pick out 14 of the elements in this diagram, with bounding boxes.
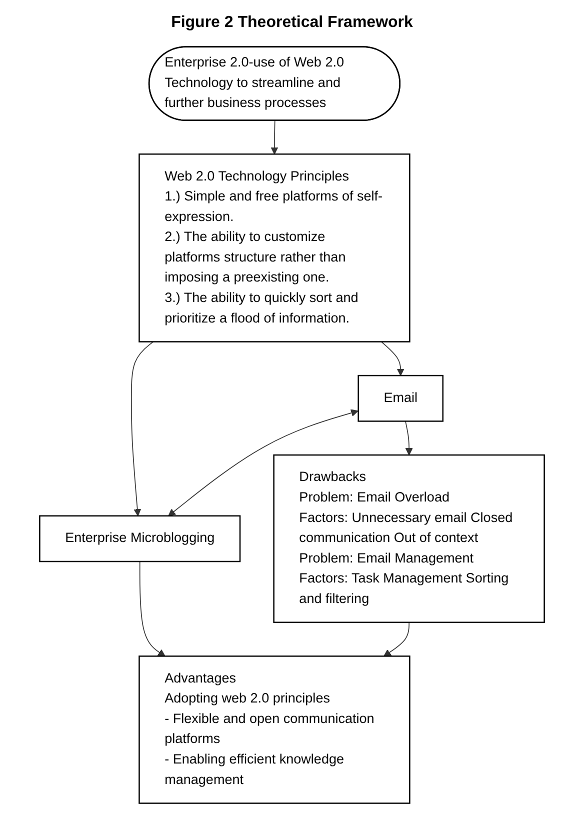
node-box (39, 515, 241, 562)
arrow (130, 341, 154, 516)
node-box (358, 374, 444, 422)
arrow (380, 341, 404, 376)
node-box (273, 454, 545, 623)
arrow (270, 120, 278, 154)
arrow (139, 561, 166, 656)
arrow (168, 409, 358, 516)
node-box (138, 656, 410, 804)
node-box (138, 153, 410, 342)
arrow (405, 420, 413, 456)
arrow (384, 622, 410, 656)
flowchart-diagram: Enterprise 2.0-use of Web 2.0 Technology to streamline and further business processes Web 2.0 Technology Principles 1.) Simple and free platforms of self-expression. 2.) The ability to customize platforms structure rather than imposing a preexisting one. 3.) The ability to quickly sort and prioritize a flood of information. Email Enterprise Microblogging Drawbacks Problem: Email Overload Factors: Unnecessary email Closed communication Out of context Problem: Email Management Factors: Task Management Sorting and filtering Advantages Adopting web 2.0 principles - Flexible and open communication platforms - Enabling efficient knowledge management (0, 40, 584, 810)
figure-title: Figure 2 Theoretical Framework (170, 14, 414, 32)
